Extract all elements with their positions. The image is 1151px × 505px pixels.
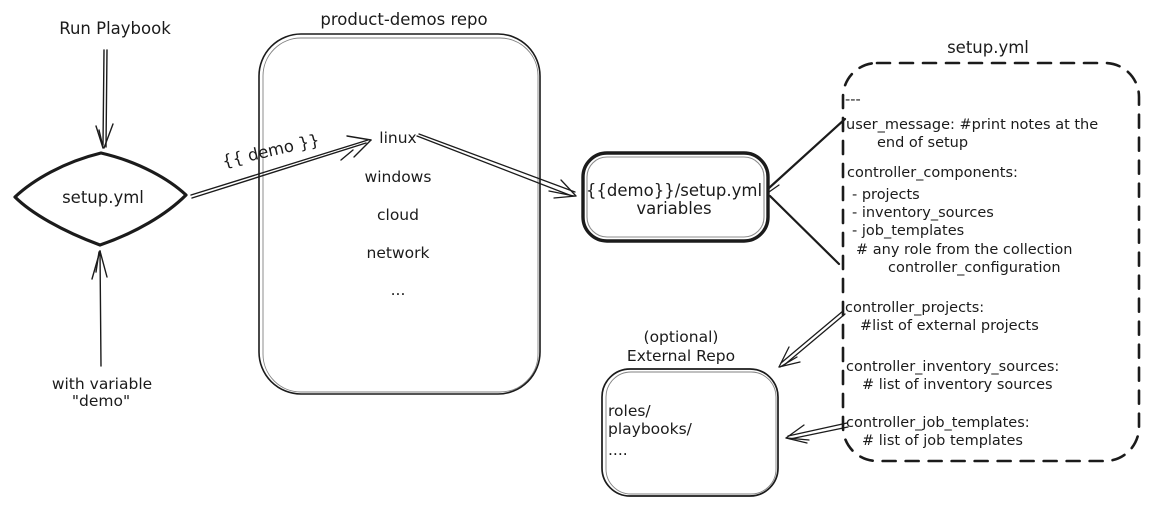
variables-box-sketch-line [586,156,765,238]
variables-box: {{demo}}/setup.yml variables [581,151,770,243]
setup-yml-decision-diamond [13,151,188,247]
external-repo-label-line1: (optional) [644,328,719,346]
repo-title: product-demos repo [320,10,487,29]
setup-yml-code-line: - job_templates [852,223,964,239]
setup-yml-code-line: controller_components: [847,165,1018,181]
variables-fork-line-lower [768,194,841,266]
run-playbook-arrow [95,49,114,149]
with-variable-arrow [91,250,108,367]
with-variable-label-line1: with variable [52,375,152,393]
variables-box-line2: variables [636,199,711,218]
external-repo-box-sketch-line [605,371,777,495]
setup-yml-code-line: # list of inventory sources [862,377,1053,393]
setup-yml-code-line: end of setup [877,135,968,151]
setup-yml-file: setup.yml --- user_message: #print notes… [841,38,1141,463]
setup-yml-code-line: controller_configuration [888,260,1061,276]
external-repo-box [601,368,779,497]
repo-item-windows: windows [365,168,432,186]
with-variable-label-line2: "demo" [72,392,130,410]
external-repo-content-roles: roles/ [608,402,651,420]
external-repo: (optional) External Repo roles/ playbook… [601,328,779,497]
repo-item-network: network [367,244,430,262]
projects-to-external-arrow [778,310,846,368]
jobtemplates-to-external-arrow [785,422,849,444]
setup-yml-code-line: user_message: #print notes at the [846,117,1098,133]
repo-item-ellipsis: ... [391,281,406,299]
linux-to-variables-arrow [416,133,577,199]
external-repo-content-ellipsis: .... [608,441,628,459]
variables-box-line1: {{demo}}/setup.yml [586,181,762,200]
variables-fork-line-upper [767,117,847,190]
setup-yml-code-line: - projects [852,187,920,203]
run-playbook-label: Run Playbook [59,19,171,38]
variables-box-border [581,151,770,243]
setup-yml-code-line: # list of job templates [862,433,1023,449]
setup-yml-code-line: controller_projects: [845,300,984,316]
repo-item-cloud: cloud [377,206,419,224]
demo-arrow: {{ demo }} [190,130,372,199]
external-repo-content-playbooks: playbooks/ [608,420,693,438]
setup-yml-code-line: # any role from the collection [856,242,1072,258]
setup-yml-dashed-border [841,61,1141,463]
setup-yml-title: setup.yml [947,38,1029,57]
run-playbook-flow: Run Playbook setup.yml with variable "de… [13,19,188,410]
repo-box-sketch-line [262,37,539,393]
setup-yml-code-line: controller_inventory_sources: [846,359,1059,375]
variables-fork-joint [768,184,780,193]
setup-yml-code-line: - inventory_sources [852,205,994,221]
setup-yml-code-line: --- [845,92,861,108]
setup-yml-code-line: controller_job_templates: [846,415,1030,431]
setup-yml-code: --- user_message: #print notes at the en… [845,92,1098,449]
diamond-label: setup.yml [62,188,144,207]
repo-box [258,33,541,395]
demo-arrow-label: {{ demo }} [220,130,321,171]
product-demos-repo: product-demos repo linux windows cloud n… [258,10,541,395]
setup-yml-code-line: #list of external projects [860,318,1039,334]
repo-item-linux: linux [379,129,416,147]
external-repo-label-line2: External Repo [627,347,735,365]
